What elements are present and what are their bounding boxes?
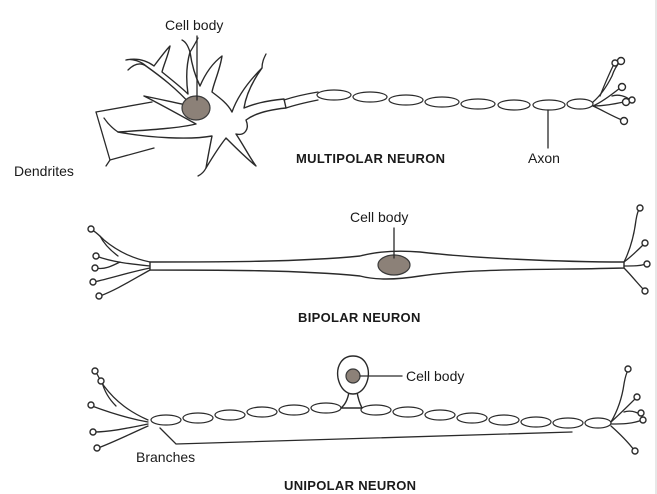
axon-segment bbox=[247, 407, 277, 417]
axon-segment bbox=[457, 413, 487, 423]
unipolar-cell-body-label: Cell body bbox=[406, 368, 464, 384]
axon-segment bbox=[183, 413, 213, 423]
unipolar-right-branches bbox=[611, 366, 646, 454]
multipolar-neuron: Cell body Dendrites Axon MULTIPOLAR NEUR… bbox=[14, 17, 635, 179]
multipolar-title: MULTIPOLAR NEURON bbox=[296, 151, 445, 166]
dendrites-label: Dendrites bbox=[14, 163, 74, 179]
axon-segment bbox=[425, 97, 459, 107]
axon-segment bbox=[279, 405, 309, 415]
multipolar-dendrite-twig bbox=[128, 64, 146, 70]
multipolar-nucleus bbox=[182, 96, 210, 120]
unipolar-title: UNIPOLAR NEURON bbox=[284, 478, 416, 493]
bipolar-cell-body-label: Cell body bbox=[350, 209, 408, 225]
axon-segment bbox=[489, 415, 519, 425]
branches-label: Branches bbox=[136, 449, 195, 465]
axon-segment bbox=[461, 99, 495, 109]
bipolar-neuron: Cell body BIPOLAR NEURON bbox=[88, 205, 650, 325]
bipolar-left-branches bbox=[88, 226, 150, 299]
axon-segment bbox=[389, 95, 423, 105]
dendrites-leader bbox=[96, 102, 152, 112]
axon-segment bbox=[215, 410, 245, 420]
axon-segment bbox=[393, 407, 423, 417]
multipolar-dendrite-twig bbox=[262, 54, 266, 68]
axon-segment bbox=[585, 418, 611, 428]
unipolar-neuron: Cell body Branches UNIPOLAR NEURON bbox=[88, 356, 646, 493]
axon-segment bbox=[361, 405, 391, 415]
dendrites-leader bbox=[106, 160, 110, 166]
axon-segment bbox=[553, 418, 583, 428]
axon-segment bbox=[353, 92, 387, 102]
axon-segment bbox=[425, 410, 455, 420]
multipolar-dendrite-twig bbox=[182, 40, 190, 52]
bipolar-right-branches bbox=[624, 205, 650, 294]
multipolar-dendrite-twig bbox=[104, 118, 118, 132]
unipolar-nucleus bbox=[346, 369, 360, 383]
multipolar-cell-body-label: Cell body bbox=[165, 17, 223, 33]
multipolar-axon bbox=[284, 90, 593, 110]
axon-segment bbox=[521, 417, 551, 427]
multipolar-axon-terminal bbox=[593, 58, 635, 125]
axon-segment bbox=[567, 99, 593, 109]
axon-segment bbox=[317, 90, 351, 100]
axon-segment bbox=[498, 100, 530, 110]
axon-segment bbox=[151, 415, 181, 425]
axon-label: Axon bbox=[528, 150, 560, 166]
bipolar-title: BIPOLAR NEURON bbox=[298, 310, 421, 325]
multipolar-dendrite-twig bbox=[198, 168, 206, 176]
axon-segment bbox=[311, 403, 341, 413]
unipolar-axon bbox=[151, 403, 611, 428]
branches-leader bbox=[160, 428, 572, 444]
axon-segment bbox=[533, 100, 565, 110]
unipolar-left-branches bbox=[88, 368, 148, 451]
